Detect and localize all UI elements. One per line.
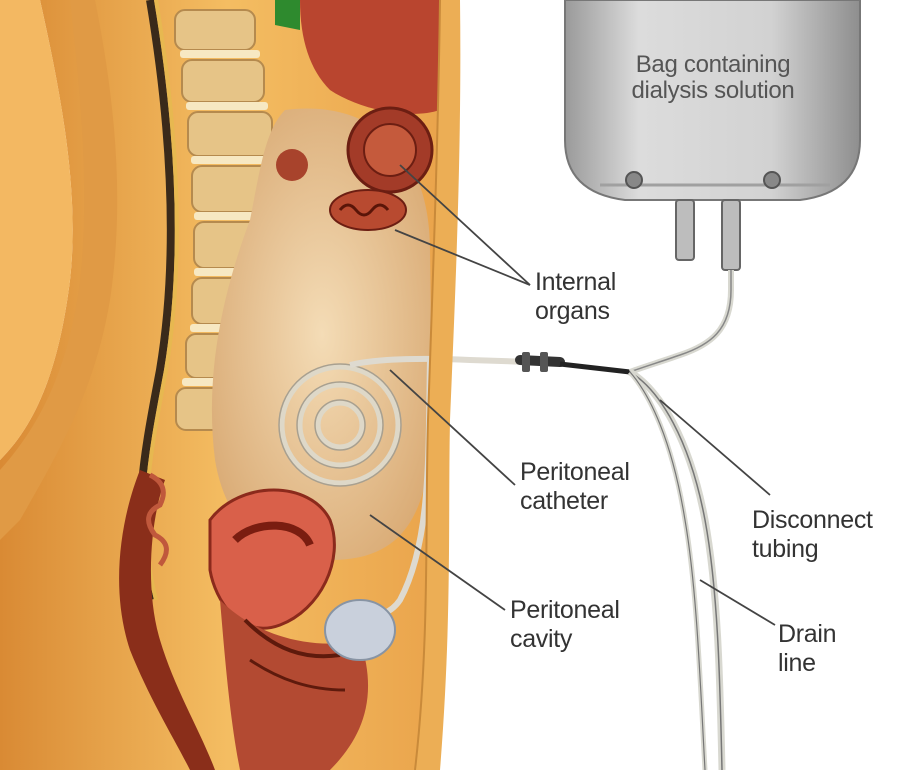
drain-line-line2: line — [778, 649, 836, 678]
drain-line-line1: Drain — [778, 620, 836, 649]
internal-organs-line2: organs — [535, 297, 616, 326]
peritoneal-catheter-line2: catheter — [520, 487, 630, 516]
bag-label: Bag containing dialysis solution — [598, 52, 828, 104]
organ-liver — [275, 0, 300, 30]
peritoneal-catheter-line1: Peritoneal — [520, 458, 630, 487]
peritoneal-cavity-line2: cavity — [510, 625, 620, 654]
internal-organs-line1: Internal — [535, 268, 616, 297]
organ-kidney — [276, 149, 308, 181]
internal-organs-label: Internal organs — [535, 268, 616, 326]
drain-line-label: Drain line — [778, 620, 836, 678]
peritoneal-catheter-label: Peritoneal catheter — [520, 458, 630, 516]
disconnect-tubing-line2: tubing — [752, 535, 873, 564]
disconnect-tubing-line1: Disconnect — [752, 506, 873, 535]
bag-tubing — [630, 270, 731, 372]
disconnect-tubing-label: Disconnect tubing — [752, 506, 873, 564]
bag-label-line1: Bag containing — [598, 52, 828, 78]
drain-line — [630, 372, 722, 770]
bag-label-line2: dialysis solution — [598, 78, 828, 104]
peritoneal-cavity-label: Peritoneal cavity — [510, 596, 620, 654]
bladder — [325, 600, 395, 660]
bag-ports — [676, 200, 740, 270]
peritoneal-cavity-line1: Peritoneal — [510, 596, 620, 625]
